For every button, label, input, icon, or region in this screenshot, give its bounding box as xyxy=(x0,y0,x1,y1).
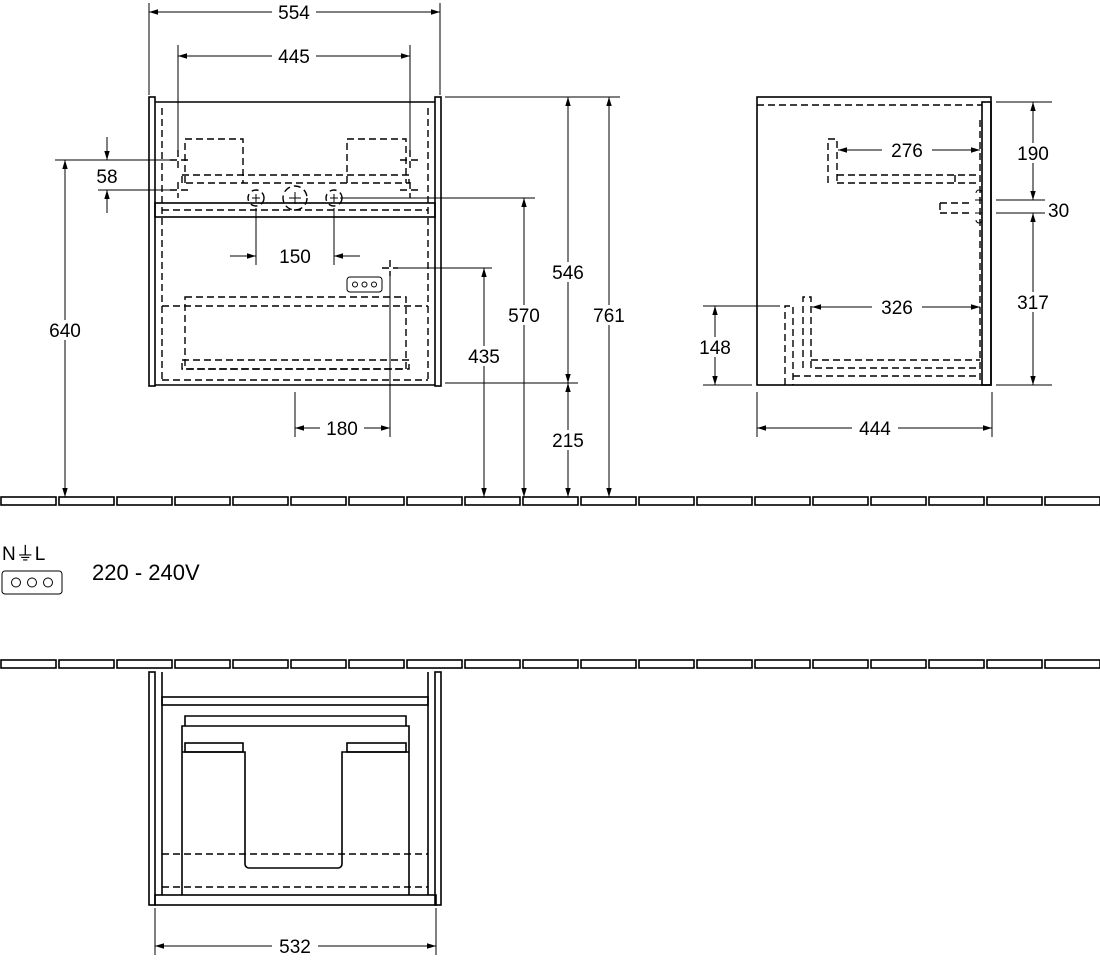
floor-tile xyxy=(986,659,1043,669)
floor-tile xyxy=(696,496,753,506)
dim-640: 640 xyxy=(49,321,81,342)
floor-tile xyxy=(0,496,57,506)
floor-tile xyxy=(58,496,115,506)
dim-148: 148 xyxy=(699,338,731,359)
floor-tile xyxy=(812,496,869,506)
floor-tile xyxy=(116,496,173,506)
floor-tile xyxy=(928,659,985,669)
floor-tile xyxy=(406,659,463,669)
floor-tile xyxy=(116,659,173,669)
floor-tile xyxy=(812,659,869,669)
floor-tile xyxy=(406,496,463,506)
floor-tile xyxy=(1044,659,1100,669)
floor-tile xyxy=(638,496,695,506)
floor-tile xyxy=(464,659,521,669)
floor-tile xyxy=(464,496,521,506)
socket-icon xyxy=(1,570,63,595)
side-view: 276 326 190 30 317 148 444 xyxy=(694,96,1069,440)
floor-tile xyxy=(58,659,115,669)
floor-tile xyxy=(174,659,231,669)
floor-tile xyxy=(0,659,57,669)
floor-tile xyxy=(754,496,811,506)
electrical-legend: N⏚L 220 - 240V xyxy=(1,544,200,595)
dim-190: 190 xyxy=(1017,144,1049,165)
floor-tile xyxy=(522,496,579,506)
floor-tile xyxy=(174,496,231,506)
dim-58: 58 xyxy=(96,167,117,188)
dim-215: 215 xyxy=(552,431,584,452)
dim-532: 532 xyxy=(279,937,311,958)
voltage-label: 220 - 240V xyxy=(92,560,200,585)
dim-150: 150 xyxy=(279,247,311,268)
floor-tile xyxy=(580,496,637,506)
dim-445: 445 xyxy=(278,47,310,68)
floor-tile xyxy=(928,496,985,506)
floor-tile xyxy=(870,659,927,669)
floor-tile xyxy=(232,496,289,506)
floor-tile xyxy=(870,496,927,506)
dim-317: 317 xyxy=(1017,293,1049,314)
floor-tile xyxy=(638,659,695,669)
dim-30: 30 xyxy=(1048,201,1069,222)
floor-tile xyxy=(522,659,579,669)
socket-icon xyxy=(346,276,383,293)
floor-tile xyxy=(580,659,637,669)
dim-554: 554 xyxy=(278,3,310,24)
floor-tile xyxy=(986,496,1043,506)
top-view: 532 xyxy=(148,671,442,958)
dim-570: 570 xyxy=(508,306,540,327)
pipe-connection-icon xyxy=(247,189,265,207)
floor-tile xyxy=(290,659,347,669)
floor-tile xyxy=(1044,496,1100,506)
drain-connection-icon xyxy=(282,185,308,211)
dim-444: 444 xyxy=(859,419,891,440)
dim-435: 435 xyxy=(468,347,500,368)
socket-symbol-label: N⏚L xyxy=(2,544,45,565)
floor-tile xyxy=(754,659,811,669)
floor-tile xyxy=(290,496,347,506)
dim-546: 546 xyxy=(552,263,584,284)
dim-180: 180 xyxy=(326,419,358,440)
front-view: 554 445 58 640 150 435 570 546 215 761 1… xyxy=(42,3,631,497)
floor-tile xyxy=(696,659,753,669)
floor-tile xyxy=(232,659,289,669)
floor-lines xyxy=(0,496,1100,669)
floor-tile xyxy=(348,659,405,669)
dim-326: 326 xyxy=(881,298,913,319)
dim-761: 761 xyxy=(593,306,625,327)
floor-tile xyxy=(348,496,405,506)
dim-276: 276 xyxy=(891,141,923,162)
